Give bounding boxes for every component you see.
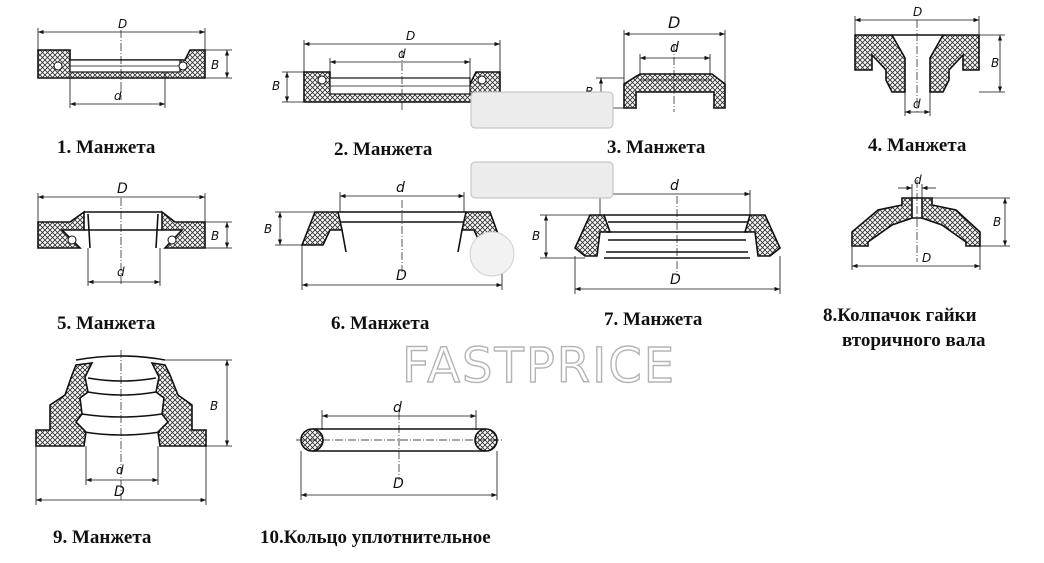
dim-label: D	[406, 29, 415, 43]
dim-label: D	[668, 13, 680, 32]
seal-drawing-10: d D	[296, 400, 503, 500]
seal-drawing-5: D d B	[37, 181, 232, 286]
dim-label: d	[393, 400, 402, 416]
dim-label: d	[670, 40, 679, 56]
dim-label: D	[117, 181, 128, 197]
dim-label: D	[396, 268, 407, 284]
caption-8-line2: вторичного вала	[842, 330, 986, 351]
caption-1: 1. Манжета	[57, 137, 156, 158]
dim-label: d	[913, 97, 921, 111]
dim-label: d	[114, 89, 122, 103]
overlay-box	[470, 161, 614, 199]
dim-label: B	[272, 79, 280, 93]
dim-label: D	[922, 251, 931, 265]
dim-label: d	[914, 173, 922, 187]
seal-drawing-3: D d B	[585, 13, 726, 112]
seal-drawing-1: D d B	[37, 17, 232, 108]
seal-drawing-8: d D B	[851, 173, 1010, 270]
caption-7: 7. Манжета	[604, 309, 703, 330]
dim-label: B	[993, 215, 1001, 229]
caption-8-line1: 8.Колпачок гайки	[823, 305, 977, 326]
dim-label: d	[117, 265, 125, 279]
dim-label: d	[398, 47, 406, 61]
dim-label: B	[211, 58, 219, 72]
seal-drawing-6: d D B	[264, 180, 504, 290]
caption-5: 5. Манжета	[57, 313, 156, 334]
dim-label: B	[210, 399, 218, 413]
dim-label: D	[393, 476, 404, 492]
caption-10: 10.Кольцо уплотнительное	[260, 527, 491, 548]
dim-label: d	[396, 180, 405, 196]
seal-drawing-7: d D B	[532, 178, 781, 294]
dim-label: D	[670, 272, 681, 288]
seal-drawing-4: D d B	[854, 5, 1005, 116]
caption-2: 2. Манжета	[334, 139, 433, 160]
caption-3: 3. Манжета	[607, 137, 706, 158]
dim-label: D	[118, 17, 127, 31]
dim-label: B	[991, 56, 999, 70]
dim-label: d	[116, 463, 124, 477]
dim-label: B	[264, 222, 272, 236]
dim-label: B	[532, 229, 540, 243]
watermark: FASTPRICE	[401, 337, 677, 394]
seal-drawing-9: d D B	[35, 350, 232, 505]
overlay-box	[470, 91, 614, 129]
caption-9: 9. Манжета	[53, 527, 152, 548]
dim-label: B	[211, 229, 219, 243]
overlay-circle	[469, 231, 515, 277]
dim-label: D	[114, 484, 125, 500]
dim-label: d	[670, 178, 679, 194]
dim-label: D	[913, 5, 922, 19]
caption-4: 4. Манжета	[868, 135, 967, 156]
caption-6: 6. Манжета	[331, 313, 430, 334]
seal-drawing-2: D d B	[272, 29, 501, 110]
